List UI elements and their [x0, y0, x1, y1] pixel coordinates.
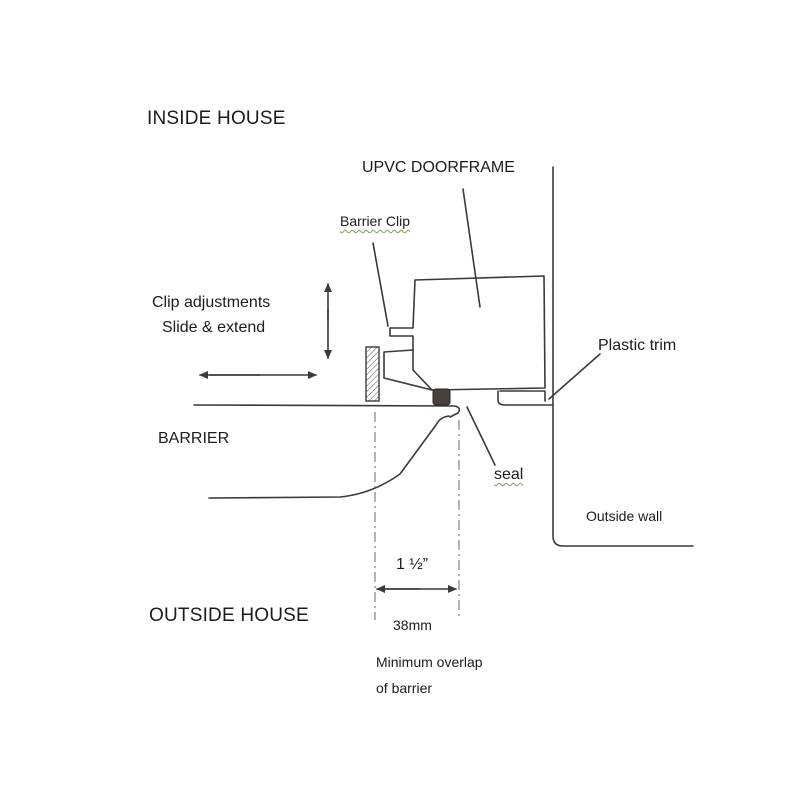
doorframe-body [383, 275, 546, 391]
slide-extend-label: Slide & extend [162, 319, 266, 336]
clip-adjustments-label: Clip adjustments [152, 294, 271, 311]
minimum-overlap-label-line2: of barrier [376, 680, 433, 696]
doorframe-leader [462, 188, 481, 308]
barrier-bottom-edge [208, 415, 450, 499]
minimum-overlap-label-line1: Minimum overlap [376, 654, 483, 670]
seal-leader [466, 406, 496, 466]
seal-label: seal [494, 466, 524, 483]
inside-house-label: INSIDE HOUSE [147, 108, 286, 129]
doorframe-inner-line [412, 349, 433, 391]
outside-house-label: OUTSIDE HOUSE [149, 605, 309, 626]
barrier-clip-leader [372, 242, 389, 327]
outside-wall-line [552, 166, 694, 547]
plastic-trim-leader [548, 353, 601, 400]
dimension-inches-label: 1 ½” [396, 556, 429, 573]
barrier-label: BARRIER [158, 430, 230, 447]
outside-wall-label: Outside wall [586, 508, 663, 524]
upvc-doorframe-label: UPVC DOORFRAME [362, 159, 515, 176]
barrier-clip-label: Barrier Clip [340, 213, 411, 229]
dimension-mm-label: 38mm [393, 617, 432, 633]
plastic-trim-label: Plastic trim [598, 337, 677, 354]
seal-shape [432, 388, 451, 406]
barrier-top-edge [193, 404, 461, 418]
plastic-trim [497, 390, 553, 406]
barrier-clip-hatched [365, 346, 380, 402]
